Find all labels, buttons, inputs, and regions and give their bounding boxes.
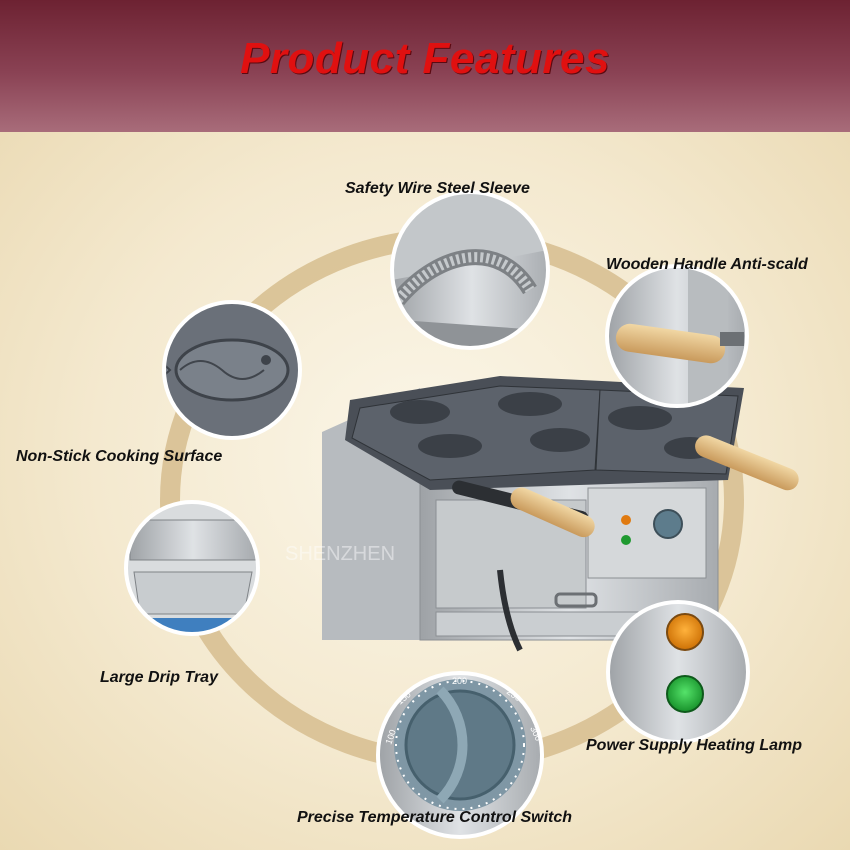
detail-heating-lamp [606,600,750,744]
label-wooden-handle: Wooden Handle Anti-scald [606,256,808,273]
label-drip-tray: Large Drip Tray [100,669,218,686]
detail-safety-sleeve [390,190,550,350]
dial-tick-label: 100 [383,728,398,746]
dial-tick-label: 200 [452,676,467,686]
detail-wooden-handle [605,264,749,408]
orange-lamp-icon [666,613,704,651]
detail-drip-tray [124,500,260,636]
watermark: SHENZHEN [285,543,395,565]
detail-temperature-dial: 100 150 200 250 300 [376,671,544,839]
label-temperature-switch: Precise Temperature Control Switch [297,809,573,826]
waffle-machine [322,376,799,652]
detail-non-stick-surface [162,300,302,440]
page-title: Product Features [240,34,610,83]
header-banner: Product Features [0,0,850,132]
label-heating-lamp: Power Supply Heating Lamp [586,737,803,754]
label-non-stick: Non-Stick Cooking Surface [16,448,223,465]
label-safety-sleeve: Safety Wire Steel Sleeve [345,180,530,197]
green-lamp-icon [666,675,704,713]
